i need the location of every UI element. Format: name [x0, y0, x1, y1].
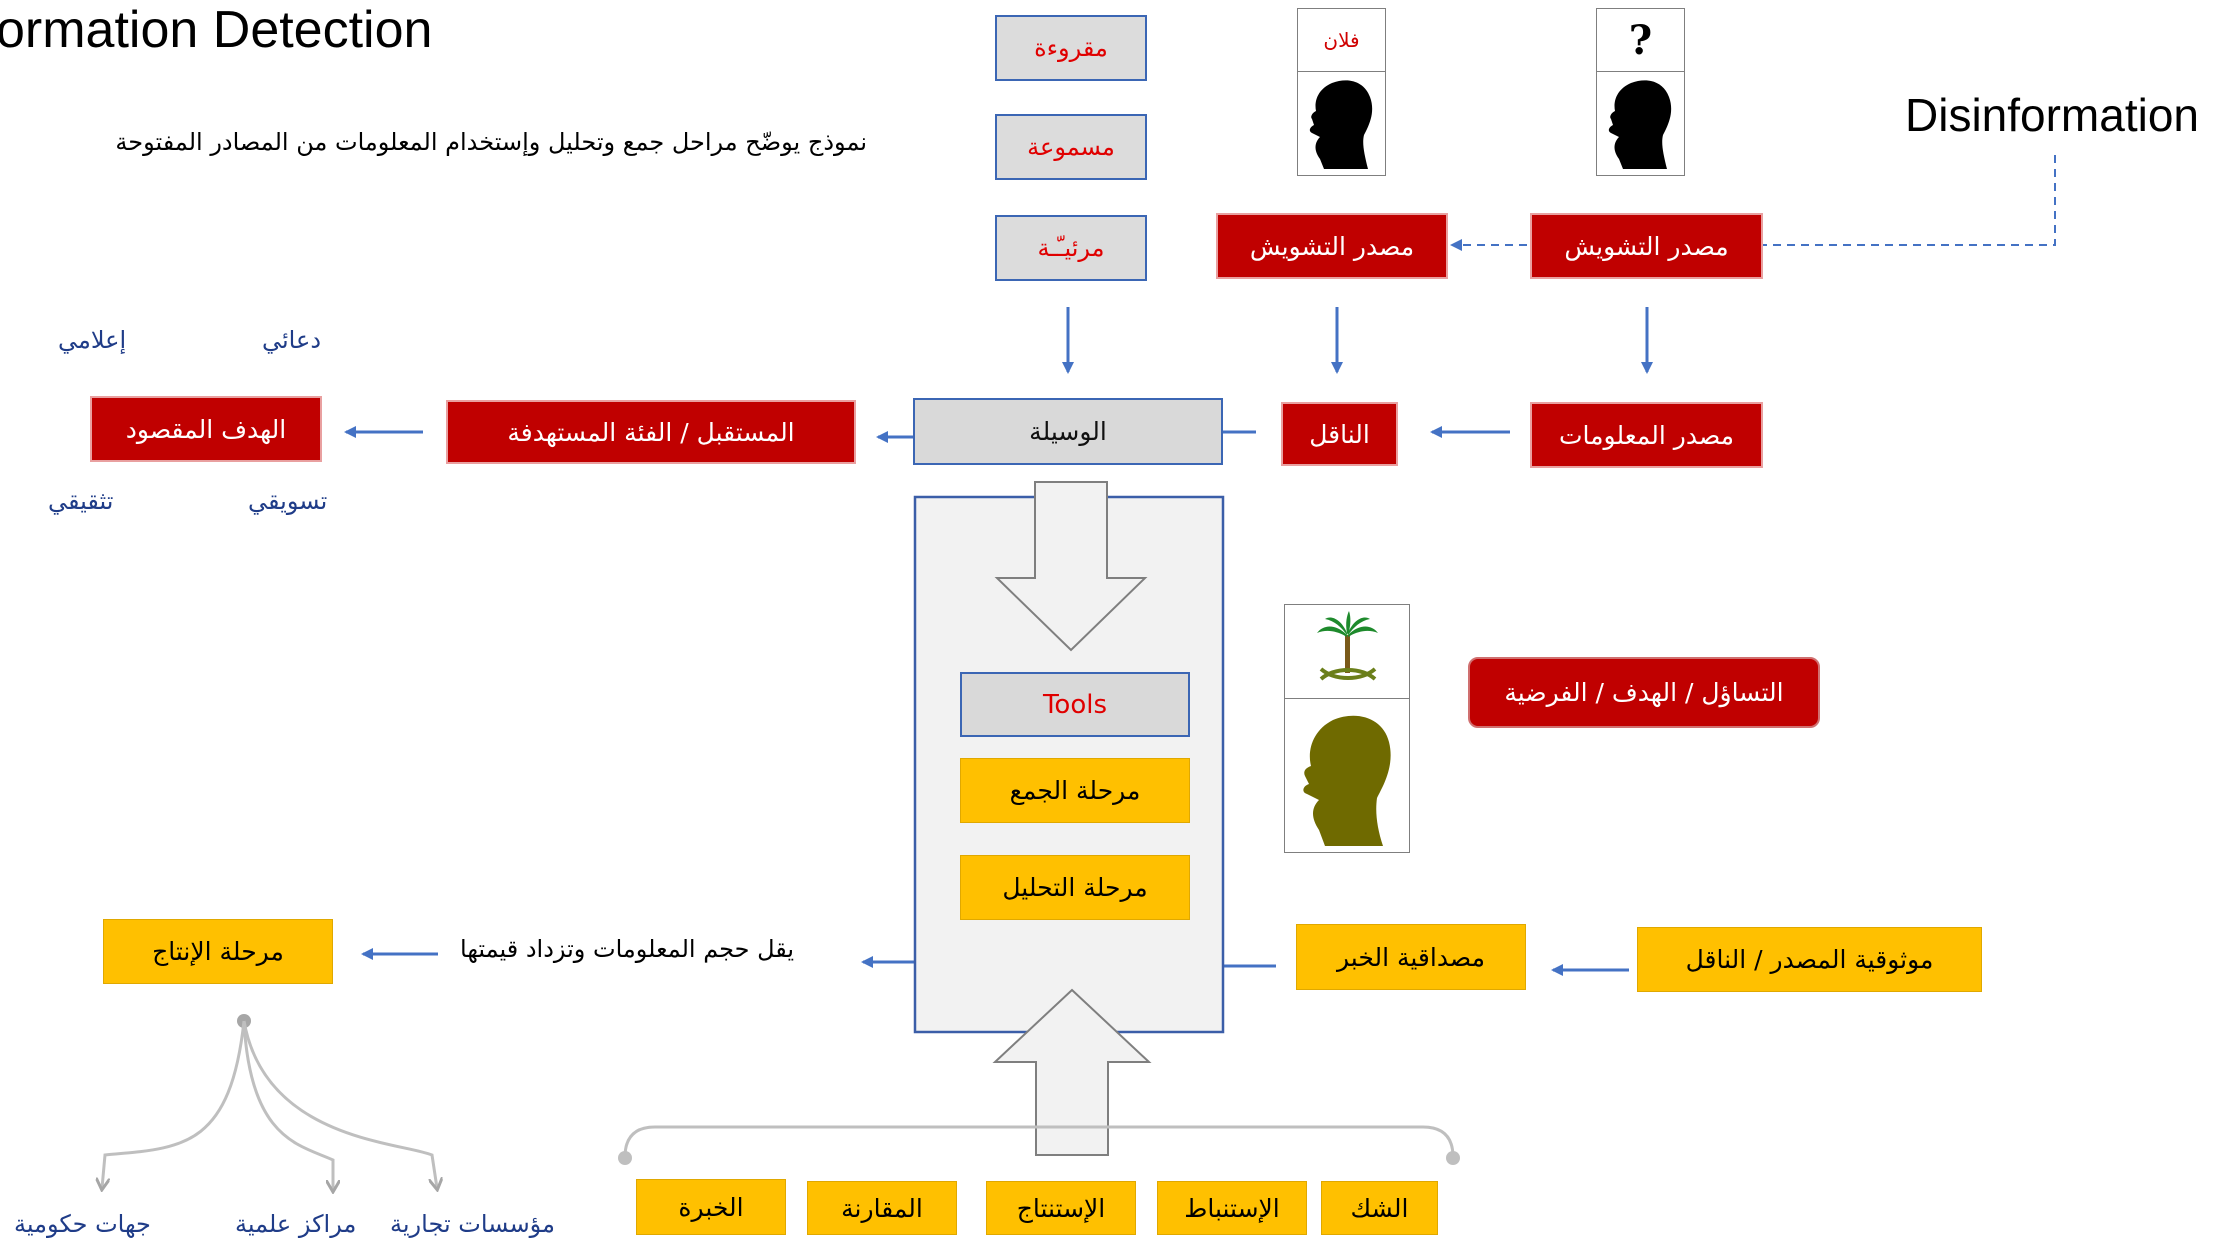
- tools-box: Tools: [960, 672, 1190, 737]
- unknown-person-portrait: ?: [1596, 8, 1685, 176]
- target-type-propaganda: دعائي: [262, 326, 322, 354]
- emblem-portrait: [1284, 604, 1410, 853]
- target-type-educational: تثقيقي: [48, 487, 114, 515]
- disinformation-label: Disinformation: [1905, 89, 2199, 141]
- media-seen-box: مرئيـّـة: [995, 215, 1147, 281]
- head-silhouette-icon: [1608, 80, 1672, 169]
- info-volume-note: يقل حجم المعلومات وتزداد قيمتها: [460, 935, 795, 963]
- big-up-arrow: [992, 988, 1152, 1156]
- fanout-commercial: [242, 1020, 437, 1188]
- skill-experience-box: الخبرة: [636, 1179, 786, 1235]
- skills-bracket: [623, 1125, 1455, 1158]
- recipient-commercial: مؤسسات تجارية: [390, 1210, 555, 1238]
- info-source-box: مصدر المعلومات: [1530, 402, 1763, 468]
- head-silhouette-icon: [1309, 80, 1373, 169]
- medium-box: الوسيلة: [913, 398, 1223, 465]
- news-credibility-box: مصداقية الخبر: [1296, 924, 1526, 990]
- noise-source-box-left: مصدر التشويش: [1216, 213, 1448, 279]
- big-down-arrow: [994, 481, 1148, 652]
- recipient-science: مراكز علمية: [235, 1210, 357, 1238]
- head-silhouette-icon: [1303, 715, 1391, 846]
- named-person-portrait: فلان: [1297, 8, 1386, 176]
- skill-comparison-box: المقارنة: [807, 1181, 957, 1235]
- target-box: الهدف المقصود: [90, 396, 322, 462]
- carrier-box: الناقل: [1281, 402, 1398, 466]
- target-type-marketing: تسويقي: [248, 487, 328, 515]
- fanout-science: [242, 1020, 333, 1190]
- media-read-box: مقروءة: [995, 15, 1147, 81]
- collection-stage-box: مرحلة الجمع: [960, 758, 1190, 823]
- fanout-gov: [102, 1020, 246, 1188]
- target-type-media: إعلامي: [58, 326, 127, 354]
- skill-doubt-box: الشك: [1321, 1181, 1438, 1235]
- noise-source-box-right: مصدر التشويش: [1530, 213, 1763, 279]
- named-person-label: فلان: [1323, 28, 1360, 52]
- palm-swords-emblem-icon: [1317, 611, 1378, 681]
- skill-conclusion-box: الإستنتاج: [986, 1181, 1136, 1235]
- production-stage-box: مرحلة الإنتاج: [103, 919, 333, 984]
- media-heard-box: مسموعة: [995, 114, 1147, 180]
- receiver-box: المستقبل / الفئة المستهدفة: [446, 400, 856, 464]
- diagram-subtitle: نموذج يوضّح مراحل جمع وتحليل وإستخدام ال…: [115, 128, 867, 156]
- question-mark-label: ?: [1628, 16, 1653, 64]
- source-reliability-box: موثوقية المصدر / الناقل: [1637, 927, 1982, 992]
- question-goal-hypothesis-box: التساؤل / الهدف / الفرضية: [1468, 657, 1820, 728]
- disinformation-connector: [1763, 155, 2056, 246]
- skill-deduction-box: الإستنباط: [1157, 1181, 1307, 1235]
- recipient-gov: جهات حكومية: [14, 1210, 151, 1238]
- analysis-stage-box: مرحلة التحليل: [960, 855, 1190, 920]
- page-title: ormation Detection: [0, 1, 433, 59]
